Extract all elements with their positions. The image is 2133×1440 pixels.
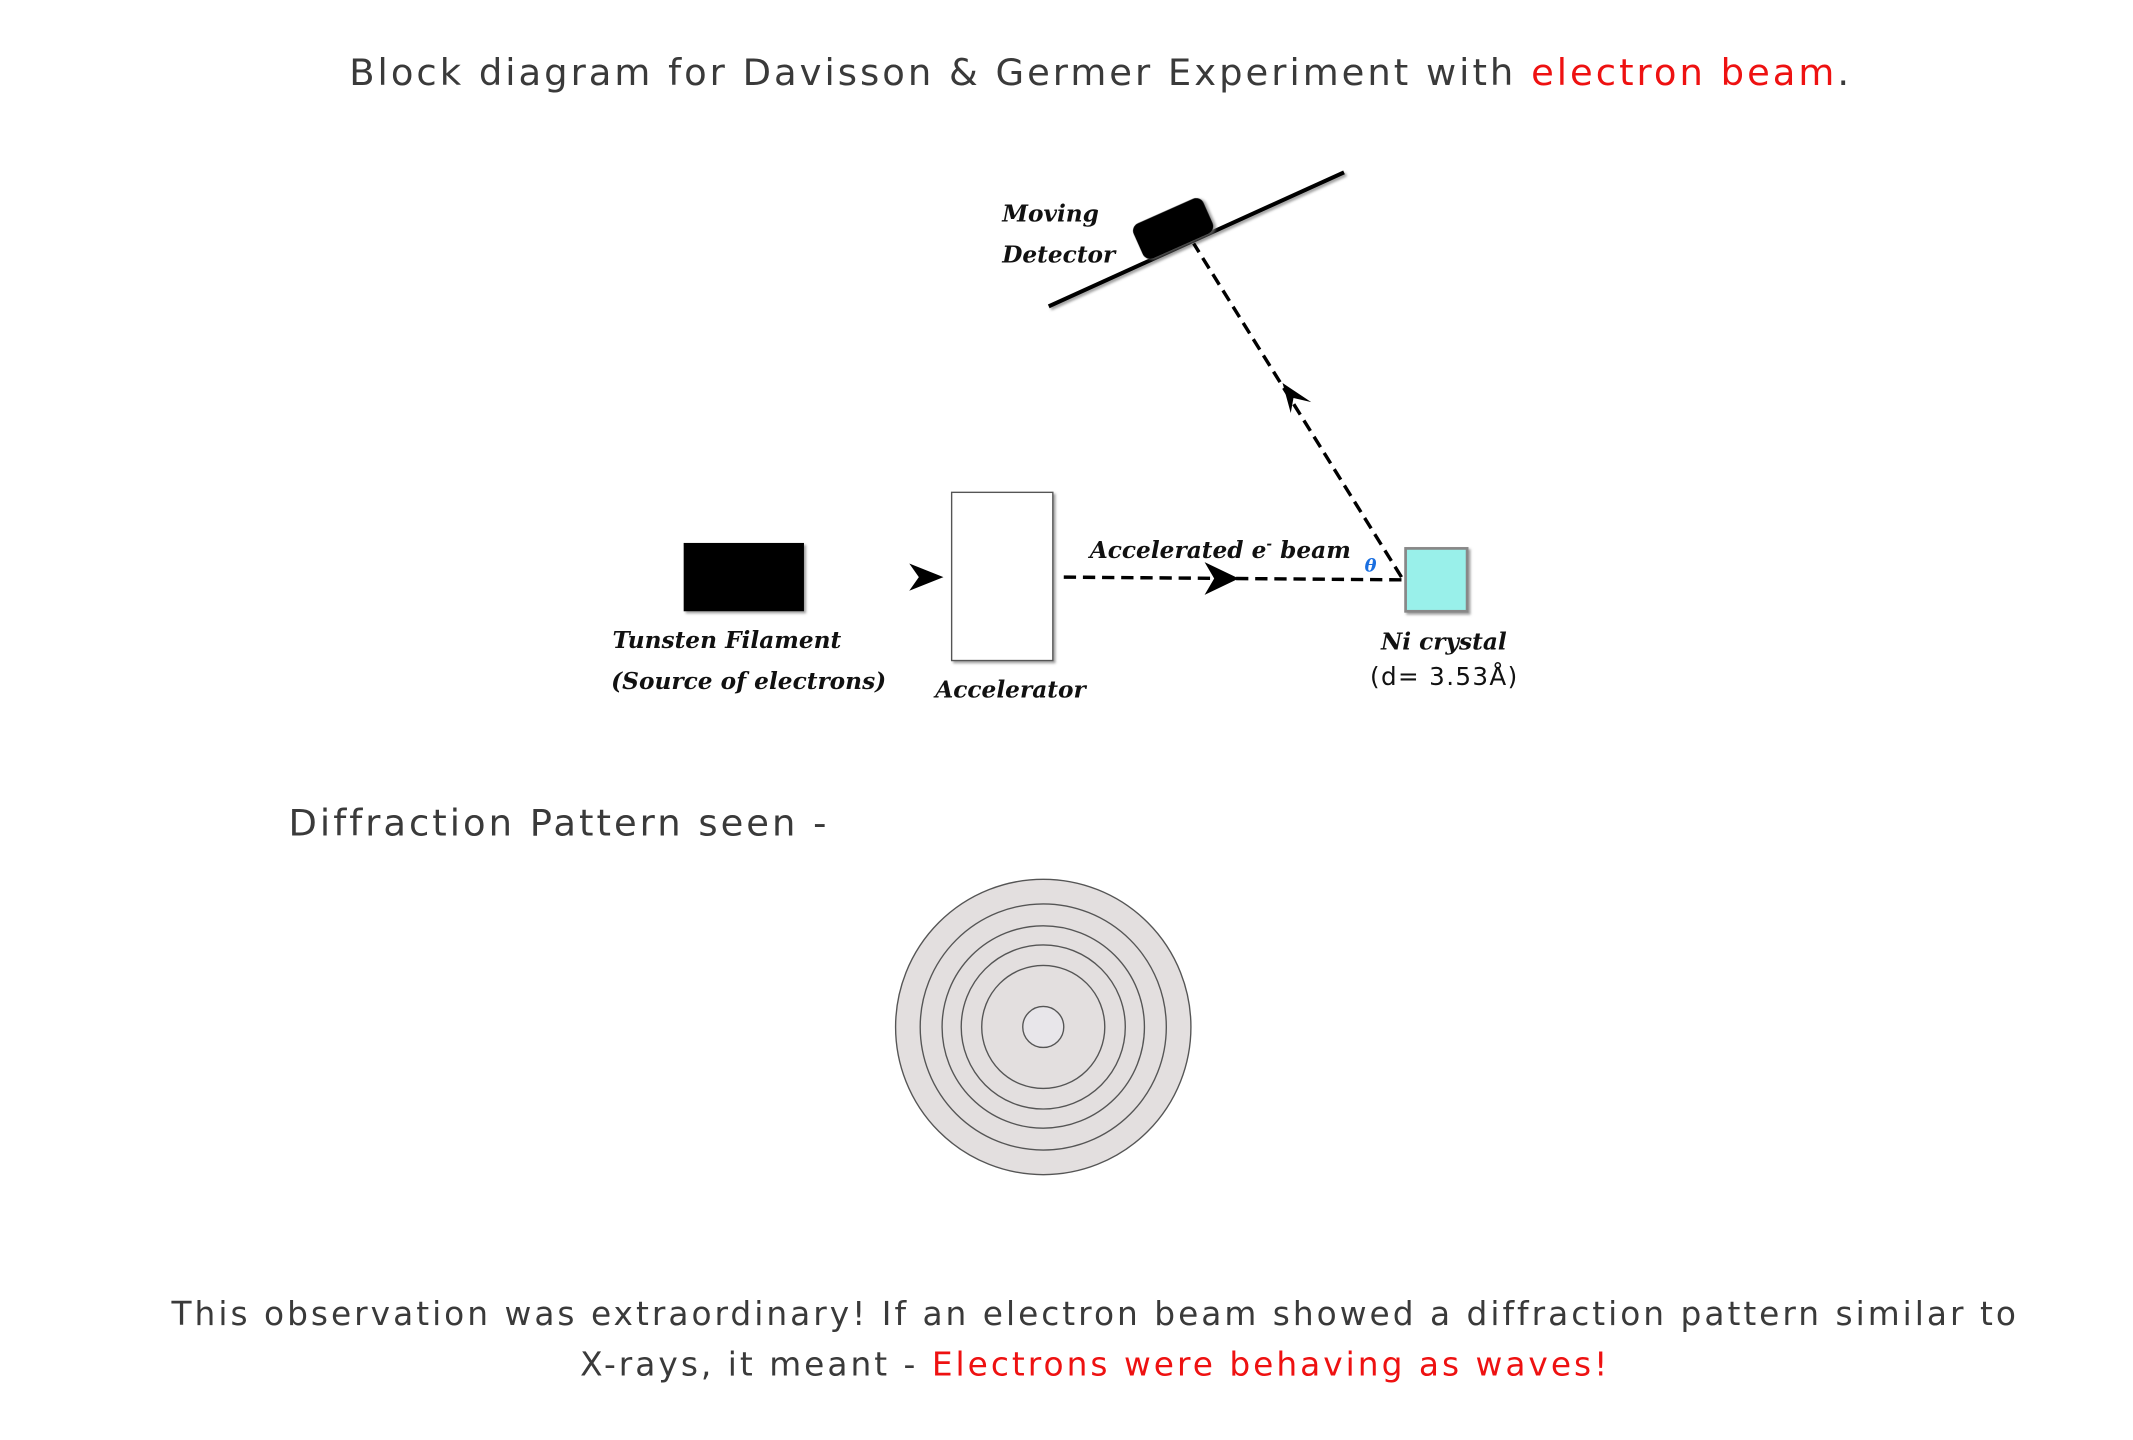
- detector-track: [1047, 170, 1345, 309]
- crystal-label: Ni crystal: [1380, 629, 1507, 656]
- filament-label: Tunsten Filament: [613, 627, 842, 654]
- conclusion-line-1: This observation was extraordinary! If a…: [171, 1295, 2019, 1333]
- theta-symbol: θ: [1365, 556, 1377, 577]
- ring-3: [941, 925, 1146, 1129]
- moving-detector: [1133, 198, 1214, 259]
- detector-label: Detector: [1001, 242, 1117, 269]
- diffraction-pattern: [894, 878, 1192, 1176]
- accelerator-label: Accelerator: [933, 676, 1087, 703]
- ring-2: [919, 903, 1167, 1151]
- moving-label: Moving: [1001, 201, 1099, 228]
- page-title: Block diagram for Davisson & Germer Expe…: [349, 51, 1852, 94]
- source-label: (Source of electrons): [611, 668, 886, 695]
- central-spot: [1022, 1005, 1065, 1049]
- incident-arrowhead: [1204, 562, 1239, 595]
- tungsten-filament: [683, 542, 804, 612]
- scattered-arrowhead: [1282, 382, 1312, 414]
- ni-crystal: [1404, 547, 1469, 613]
- ring-4: [960, 944, 1126, 1110]
- ring-5: [981, 964, 1106, 1090]
- conclusion-line-2: X-rays, it meant - Electrons were behavi…: [580, 1346, 1610, 1384]
- spacing-label: (d= 3.53Å): [1370, 662, 1519, 691]
- scattered-beam: [1192, 242, 1403, 579]
- pattern-heading: Diffraction Pattern seen -: [289, 802, 830, 845]
- accelerator: [950, 491, 1054, 662]
- filament-arrowhead: [909, 563, 944, 591]
- beam-label: Accelerated e- beam: [1088, 536, 1351, 564]
